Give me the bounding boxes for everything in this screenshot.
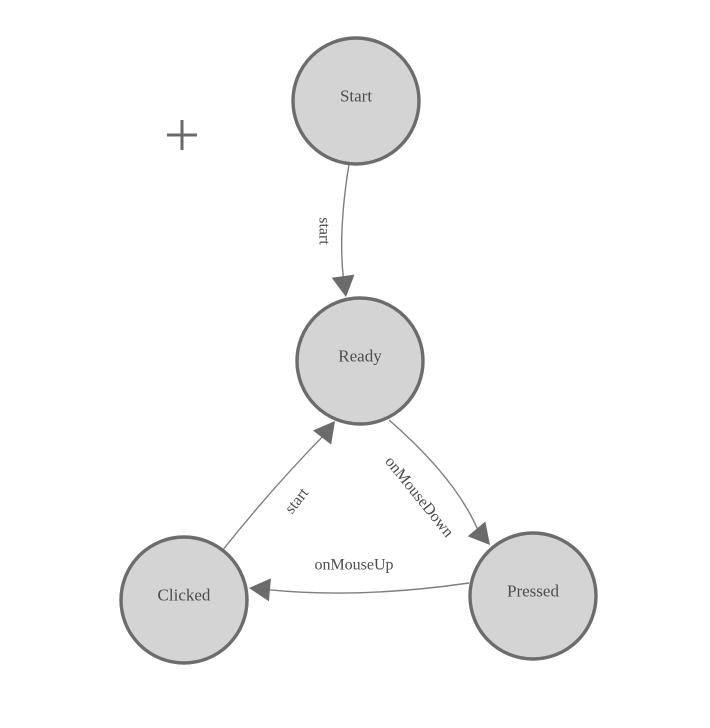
edge-line-start-to-ready[interactable] xyxy=(340,163,350,280)
arrowhead-icon xyxy=(249,578,271,602)
state-node-ready[interactable]: Ready xyxy=(295,296,425,426)
arrowhead-icon xyxy=(467,521,490,545)
edge-label-ready-to-pressed: onMouseDown xyxy=(381,453,456,540)
state-label-start: Start xyxy=(340,87,372,106)
state-node-start[interactable]: Start xyxy=(291,36,421,166)
edge-label-start-to-ready: start xyxy=(316,217,333,245)
arrowhead-icon xyxy=(331,274,355,297)
plus-crosshair-icon xyxy=(167,120,197,150)
state-label-ready: Ready xyxy=(338,347,382,366)
edge-line-pressed-to-clicked[interactable] xyxy=(266,582,470,594)
edge-start-to-ready[interactable]: start xyxy=(316,163,355,297)
edge-label-clicked-to-ready: start xyxy=(282,484,313,517)
edge-clicked-to-ready[interactable]: start xyxy=(221,421,335,552)
edge-label-pressed-to-clicked: onMouseUp xyxy=(314,557,393,574)
edge-ready-to-pressed[interactable]: onMouseDown xyxy=(381,419,490,545)
state-node-pressed[interactable]: Pressed xyxy=(468,531,598,661)
state-circle-ready[interactable] xyxy=(295,296,425,426)
edge-pressed-to-clicked[interactable]: onMouseUp xyxy=(249,557,470,602)
state-label-pressed: Pressed xyxy=(507,582,559,601)
state-label-clicked: Clicked xyxy=(158,586,211,605)
arrowhead-icon xyxy=(313,421,335,445)
edge-line-clicked-to-ready[interactable] xyxy=(221,434,325,552)
state-circle-clicked[interactable] xyxy=(119,535,249,665)
edge-line-ready-to-pressed[interactable] xyxy=(388,419,480,532)
state-node-clicked[interactable]: Clicked xyxy=(119,535,249,665)
state-circle-pressed[interactable] xyxy=(468,531,598,661)
state-circle-start[interactable] xyxy=(291,36,421,166)
